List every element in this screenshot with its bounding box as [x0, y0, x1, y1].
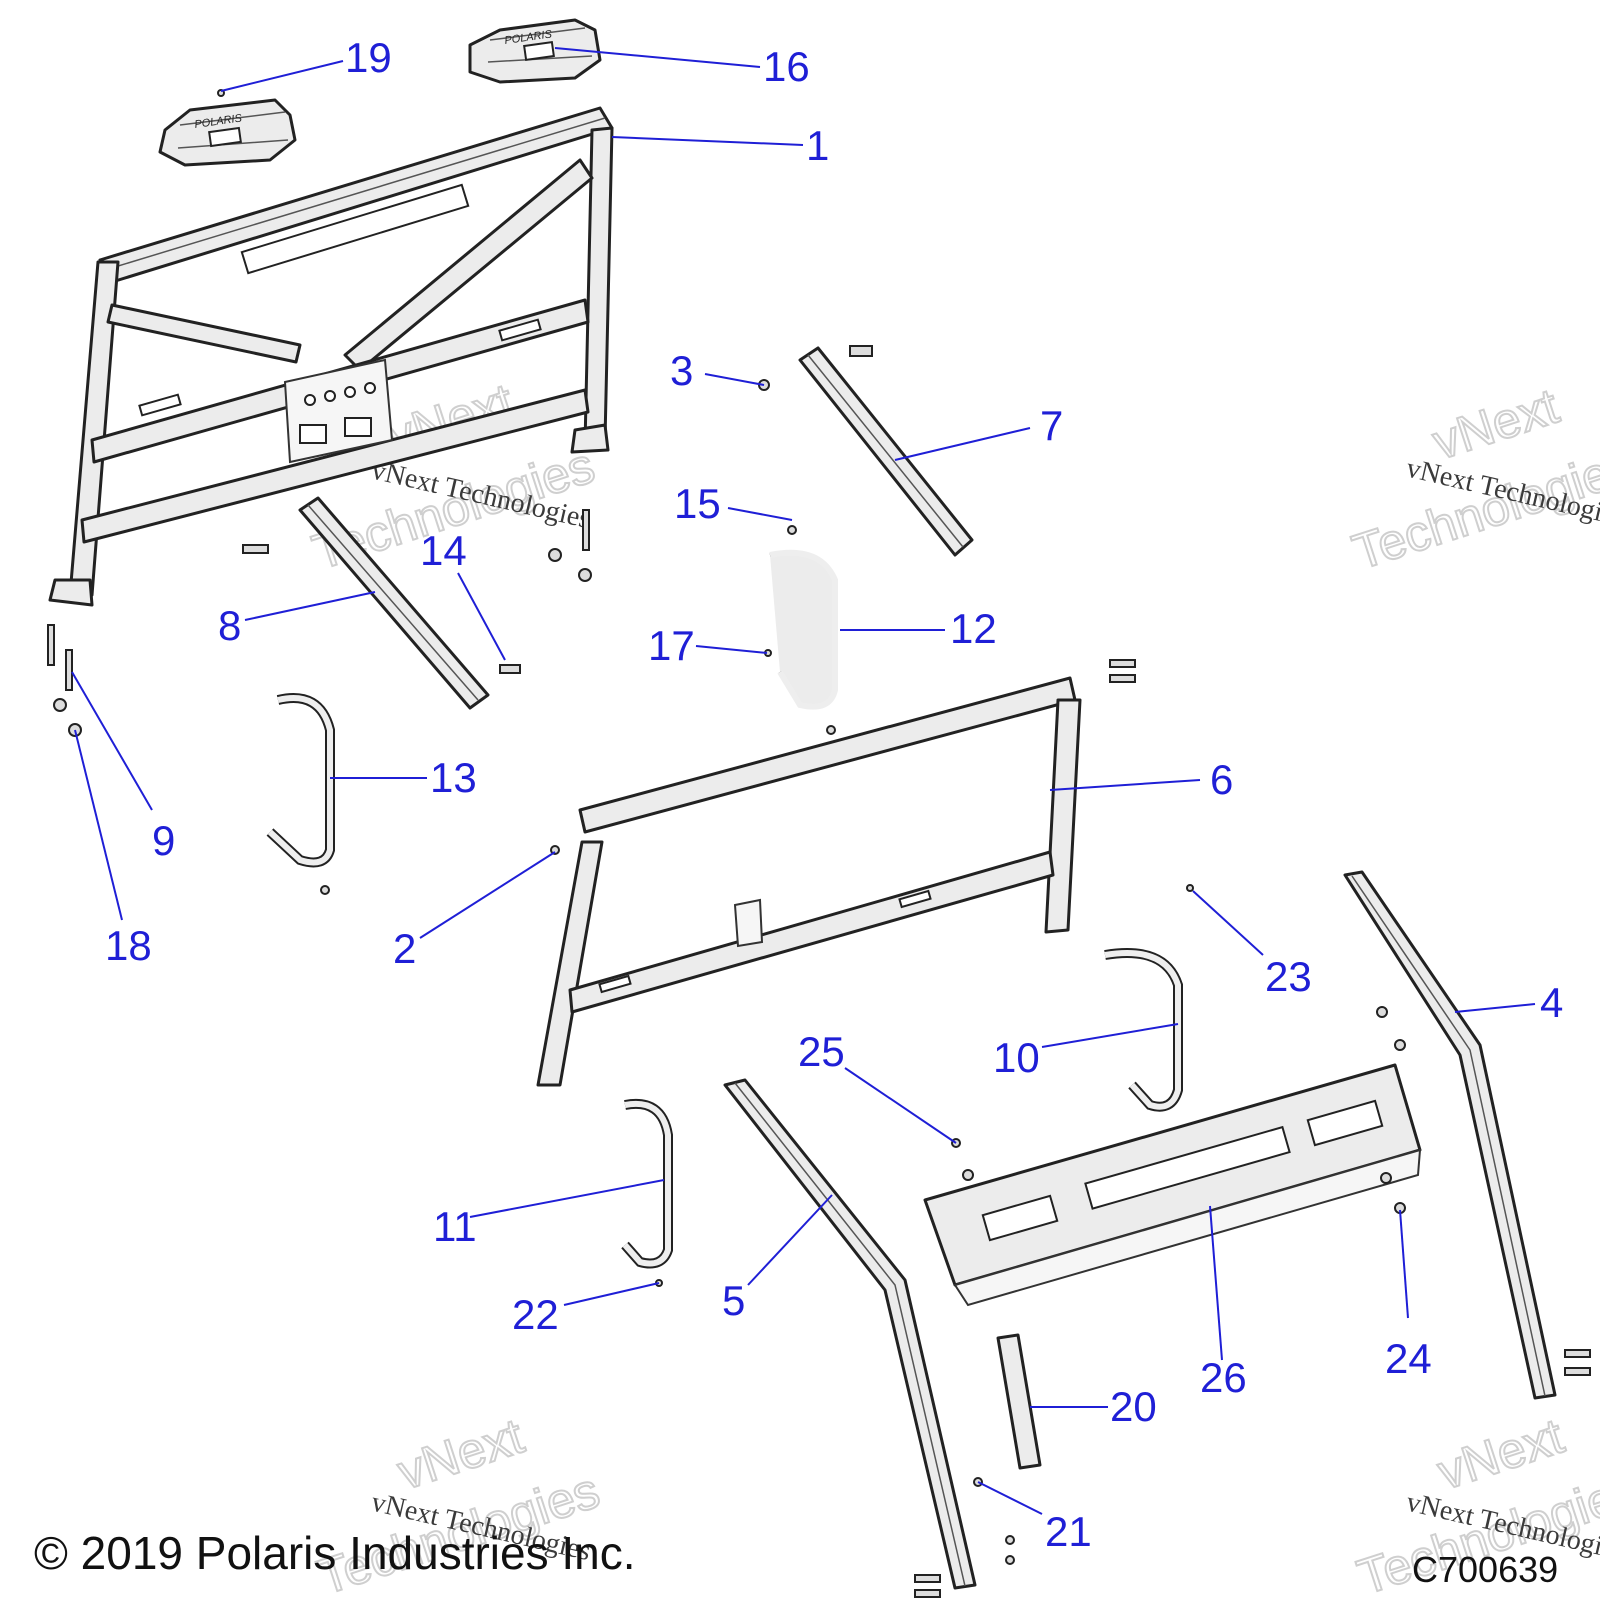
watermark-brand: vNext: [391, 1408, 530, 1501]
leader-21: [977, 1481, 1043, 1515]
watermark-top-right: vNext Technologies vNext Technologies: [1345, 377, 1600, 582]
callout-26: 26: [1200, 1354, 1247, 1401]
callout-2: 2: [393, 925, 416, 972]
callout-4: 4: [1540, 979, 1563, 1026]
support-tube-8: [298, 496, 490, 710]
support-tube-7: [798, 345, 974, 557]
leader-17: [695, 645, 768, 654]
callout-14: 14: [420, 527, 467, 574]
leader-lines: [71, 47, 1536, 1515]
side-tube-5: [723, 1078, 977, 1590]
leader-4: [1454, 1003, 1536, 1013]
leader-1: [611, 136, 804, 146]
callout-23: 23: [1265, 953, 1312, 1000]
callout-18: 18: [105, 922, 152, 969]
leader-3: [704, 373, 765, 386]
callout-21: 21: [1045, 1508, 1092, 1555]
leader-24: [1399, 1209, 1409, 1319]
rear-frame-1: [48, 106, 614, 607]
leader-8: [244, 591, 376, 621]
callout-5: 5: [722, 1277, 745, 1324]
callout-8: 8: [218, 602, 241, 649]
callout-3: 3: [670, 347, 693, 394]
leader-26: [1209, 1205, 1223, 1361]
leader-11: [469, 1179, 665, 1218]
fasteners: [47, 89, 1591, 1598]
bracket-20: [996, 1333, 1042, 1470]
callout-24: 24: [1385, 1335, 1432, 1382]
cage-frame-6: [536, 676, 1082, 1087]
leader-22: [563, 1282, 660, 1306]
leader-7: [894, 427, 1031, 461]
figure-code: C700639: [1412, 1549, 1558, 1590]
light-bar-19: POLARIS: [158, 98, 297, 167]
callout-25: 25: [798, 1028, 845, 1075]
leader-14: [457, 572, 506, 661]
leader-18: [74, 729, 123, 921]
leader-25: [844, 1067, 957, 1144]
watermark-brand: vNext: [1431, 1408, 1570, 1501]
callout-15: 15: [674, 480, 721, 527]
roof-panel-26: [923, 1063, 1422, 1307]
leader-15: [727, 507, 793, 521]
leader-6: [1049, 779, 1201, 791]
leader-2: [419, 851, 556, 939]
callout-20: 20: [1110, 1383, 1157, 1430]
grab-handle-11: [621, 1098, 673, 1269]
leader-5: [747, 1194, 833, 1286]
watermark-brand: vNext: [1426, 378, 1565, 471]
callout-1: 1: [806, 122, 829, 169]
callout-12: 12: [950, 605, 997, 652]
callout-numbers: 1 2 3 4 5 6 7 8 9 10 11 12 13 14 15 16 1…: [105, 34, 1563, 1555]
light-bar-16: POLARIS: [468, 18, 602, 84]
grab-handle-12: [769, 549, 838, 710]
callout-10: 10: [993, 1034, 1040, 1081]
callout-13: 13: [430, 754, 477, 801]
side-tube-4: [1343, 870, 1557, 1400]
grab-handle-10: [1104, 948, 1183, 1112]
leader-10: [1041, 1023, 1179, 1048]
leader-19: [220, 60, 344, 92]
callout-19: 19: [345, 34, 392, 81]
callout-22: 22: [512, 1291, 559, 1338]
callout-9: 9: [152, 817, 175, 864]
leader-23: [1192, 890, 1264, 956]
callout-17: 17: [648, 622, 695, 669]
callout-11: 11: [433, 1203, 477, 1250]
grab-handle-13: [266, 693, 335, 868]
copyright-notice: © 2019 Polaris Industries Inc.: [34, 1527, 636, 1579]
leader-16: [554, 47, 761, 68]
callout-7: 7: [1040, 402, 1063, 449]
leader-9: [71, 671, 153, 811]
callout-6: 6: [1210, 756, 1233, 803]
callout-16: 16: [763, 43, 810, 90]
